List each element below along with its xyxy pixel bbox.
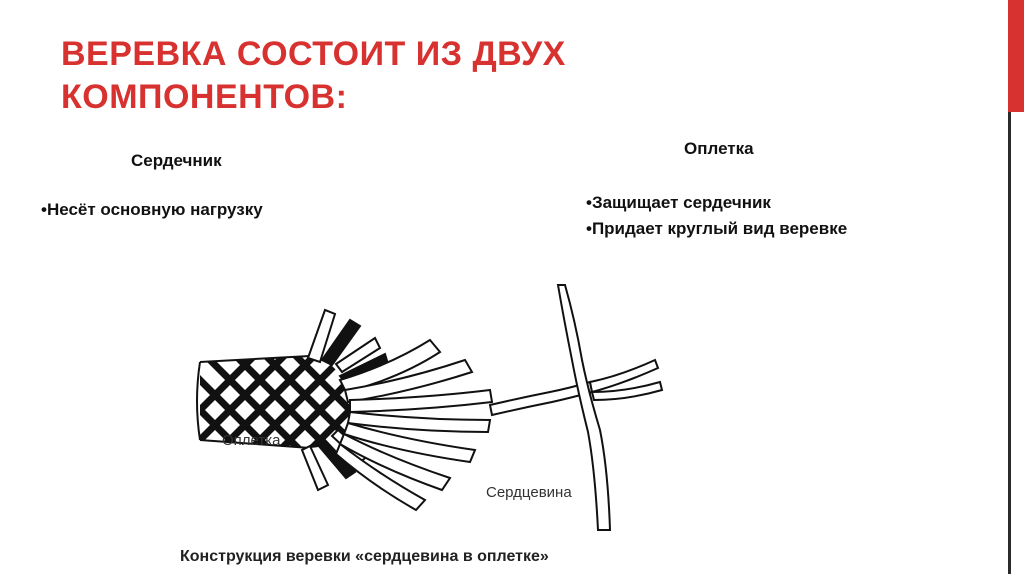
heading-core: Сердечник [131,151,222,170]
heading-braid: Оплетка [684,139,754,158]
slide-title: ВЕРЕВКА СОСТОИТ ИЗ ДВУХ КОМПОНЕНТОВ: [61,33,761,119]
bullet-core-1: •Несёт основную нагрузку [41,200,263,219]
label-braid: Оплетка [222,432,281,449]
title-line-2: КОМПОНЕНТОВ: [61,78,348,116]
accent-bar [1008,0,1024,112]
label-core: Сердцевина [486,484,572,501]
vertical-divider [1008,112,1011,574]
twisted-core [488,284,664,531]
illustration-caption: Конструкция веревки «сердцевина в оплетк… [180,548,549,565]
bullet-braid-2: •Придает круглый вид веревке [586,219,848,238]
rope-illustration: Оплетка Сердцевина [196,284,664,531]
title-line-1: ВЕРЕВКА СОСТОИТ ИЗ ДВУХ [61,35,566,73]
core-strands [334,338,494,512]
bullet-braid-1: •Защищает сердечник [586,193,771,212]
